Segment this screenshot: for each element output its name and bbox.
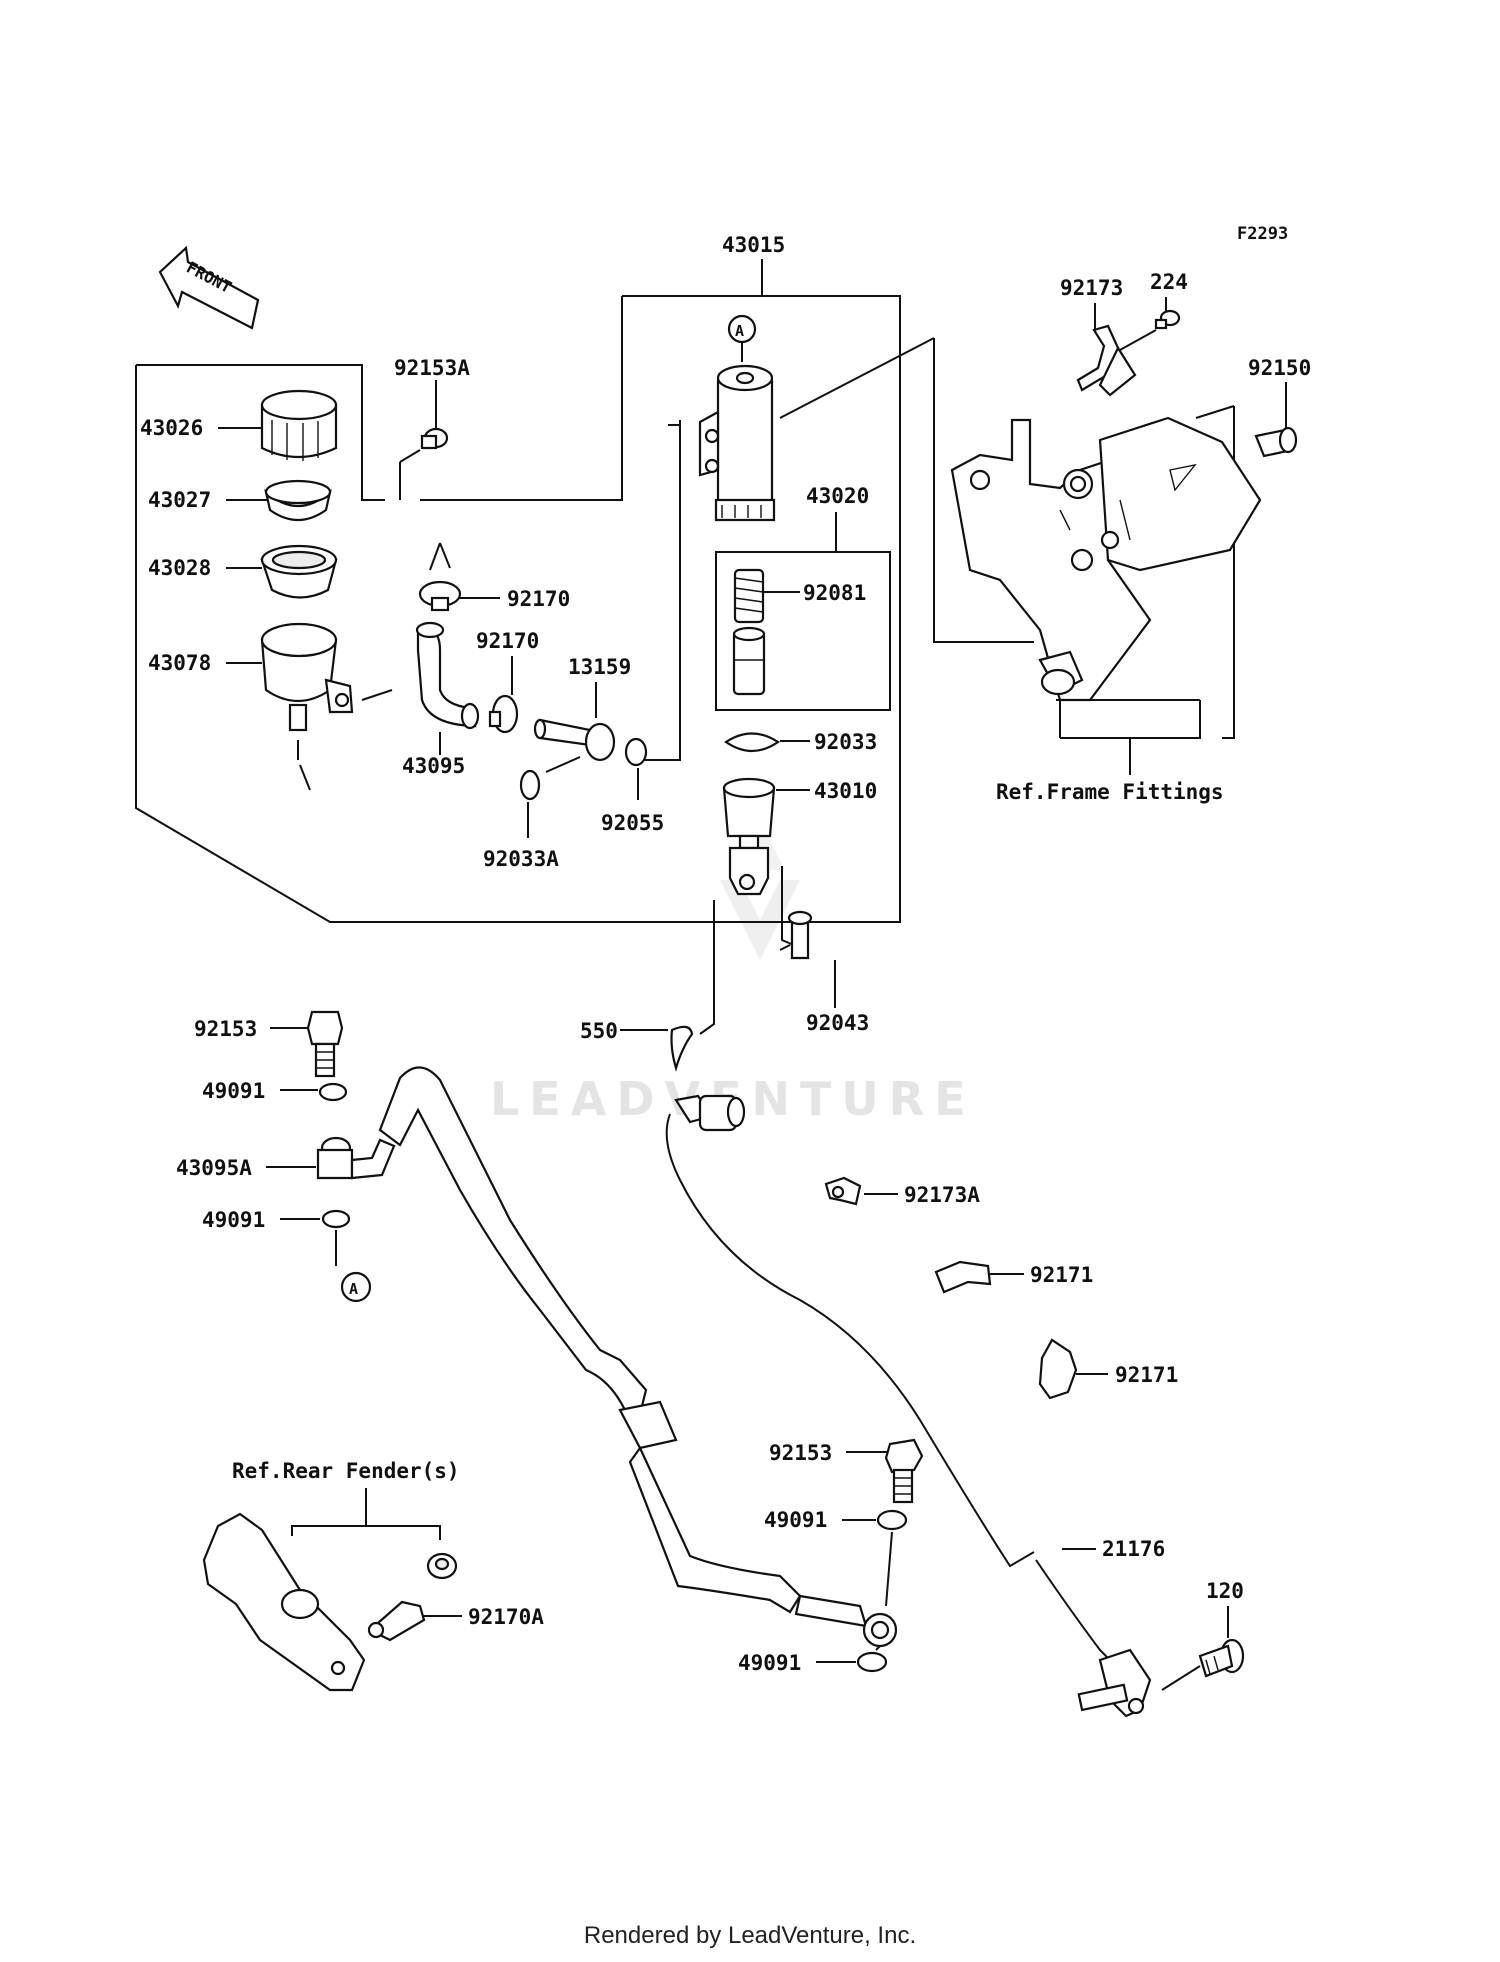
label-43095A: 43095A xyxy=(176,1156,252,1180)
label-92150: 92150 xyxy=(1248,356,1311,380)
ref-frame-fittings: Ref.Frame Fittings xyxy=(996,780,1224,804)
label-224: 224 xyxy=(1150,270,1188,294)
label-43028: 43028 xyxy=(148,556,211,580)
ref-rear-fender: Ref.Rear Fender(s) xyxy=(232,1459,460,1483)
diagram-label: A xyxy=(735,322,744,340)
banjo-bolt-92153-left xyxy=(306,1010,344,1078)
grommet xyxy=(426,1552,458,1580)
label-92081: 92081 xyxy=(803,581,866,605)
clamp-92170-top xyxy=(418,580,462,612)
label-92033A: 92033A xyxy=(483,847,559,871)
clamp-92170A xyxy=(367,1600,426,1642)
circlip-92033A xyxy=(519,769,541,801)
pin-92043 xyxy=(787,910,813,960)
label-92153-left: 92153 xyxy=(194,1017,257,1041)
screw-92153A xyxy=(420,427,449,450)
label-92043: 92043 xyxy=(806,1011,869,1035)
master-cylinder-43015 xyxy=(698,364,776,522)
sensor-cable-21176 xyxy=(665,1094,1152,1718)
spring-92081 xyxy=(733,568,765,624)
brake-hose xyxy=(378,1066,898,1648)
footer-credit: Rendered by LeadVenture, Inc. xyxy=(583,1922,917,1949)
front-arrow-icon: FRONT xyxy=(158,245,260,330)
label-43027: 43027 xyxy=(148,488,211,512)
diagram-code: F2293 xyxy=(1237,224,1288,244)
diagram-label: A xyxy=(349,1280,358,1298)
label-92153-right: 92153 xyxy=(769,1441,832,1465)
label-49091-l1: 49091 xyxy=(202,1079,265,1103)
plate-43028 xyxy=(260,544,338,599)
rear-fender xyxy=(202,1512,366,1692)
bolt-120 xyxy=(1198,1638,1245,1678)
bolt-92150 xyxy=(1254,426,1298,458)
assembly-brackets xyxy=(135,259,1200,923)
reservoir-cap-43026 xyxy=(260,389,338,461)
label-550: 550 xyxy=(580,1019,618,1043)
label-92171-b: 92171 xyxy=(1115,1363,1178,1387)
footrest-bracket xyxy=(950,416,1262,702)
washer-49091-r2 xyxy=(856,1651,888,1673)
banjo-fitting-43095A xyxy=(316,1136,396,1180)
diaphragm-43027 xyxy=(264,479,332,521)
label-92173A: 92173A xyxy=(904,1183,980,1207)
label-43026: 43026 xyxy=(140,416,203,440)
label-92055: 92055 xyxy=(601,811,664,835)
circlip-92033 xyxy=(724,732,780,753)
oring-92055 xyxy=(624,737,648,767)
clip-92171-b xyxy=(1038,1338,1078,1400)
washer-49091-l2 xyxy=(321,1209,351,1229)
label-43020: 43020 xyxy=(806,484,869,508)
label-92153A: 92153A xyxy=(394,356,470,380)
label-43015: 43015 xyxy=(722,233,785,257)
label-120: 120 xyxy=(1206,1579,1244,1603)
ref-a-bottom: A xyxy=(340,1271,372,1303)
hose-43095 xyxy=(415,621,480,730)
label-92033: 92033 xyxy=(814,730,877,754)
clip-92171-a xyxy=(934,1260,992,1294)
clamp-92170-mid xyxy=(488,694,519,734)
label-49091-r2: 49091 xyxy=(738,1651,801,1675)
label-92171-a: 92171 xyxy=(1030,1263,1093,1287)
reservoir-43078 xyxy=(260,622,354,791)
label-43095: 43095 xyxy=(402,754,465,778)
label-13159: 13159 xyxy=(568,655,631,679)
screw-224 xyxy=(1154,309,1181,330)
fitting-13159 xyxy=(533,718,616,762)
kit-box-43020 xyxy=(715,551,891,711)
clip-92173 xyxy=(1076,324,1137,397)
label-92173: 92173 xyxy=(1060,276,1123,300)
ref-a-top: A xyxy=(727,314,757,362)
washer-49091-r1 xyxy=(876,1509,908,1531)
washer-49091-l1 xyxy=(318,1082,348,1102)
pushrod-43010 xyxy=(722,777,776,896)
label-43010: 43010 xyxy=(814,779,877,803)
label-92170-top: 92170 xyxy=(507,587,570,611)
clip-92173A xyxy=(824,1176,862,1206)
label-92170A: 92170A xyxy=(468,1605,544,1629)
label-43078: 43078 xyxy=(148,651,211,675)
label-49091-l2: 49091 xyxy=(202,1208,265,1232)
label-49091-r1: 49091 xyxy=(764,1508,827,1532)
label-21176: 21176 xyxy=(1102,1537,1165,1561)
label-92170-mid: 92170 xyxy=(476,629,539,653)
piston-43020 xyxy=(732,626,766,696)
banjo-bolt-92153-right xyxy=(884,1438,924,1504)
cotter-pin-550 xyxy=(670,1025,694,1072)
